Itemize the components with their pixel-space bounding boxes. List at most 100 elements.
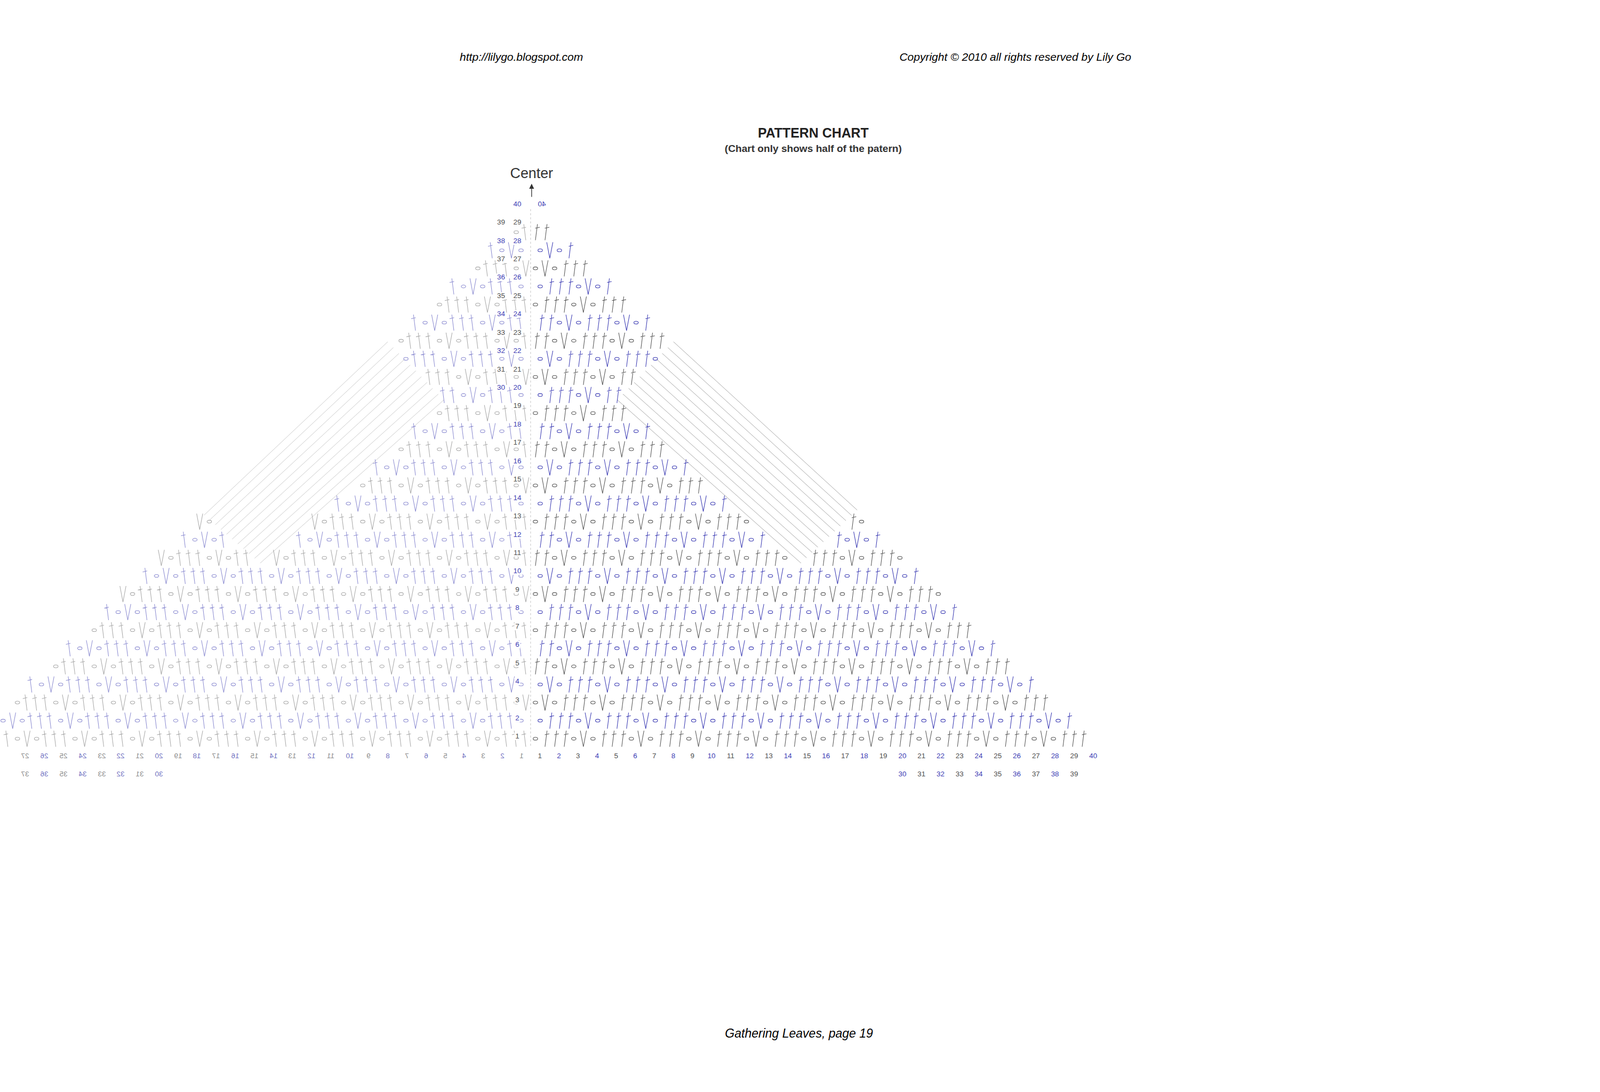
row-number: 23 bbox=[512, 329, 523, 337]
row-number: 31 bbox=[496, 365, 507, 374]
center-line bbox=[530, 209, 531, 748]
stitch-row-right bbox=[535, 441, 665, 458]
guide-line bbox=[662, 353, 846, 522]
column-number: 8 bbox=[671, 752, 676, 760]
column-number: 7 bbox=[404, 752, 409, 760]
column-number: 2 bbox=[556, 752, 561, 760]
stitch-row-right bbox=[535, 332, 665, 349]
row-number: 20 bbox=[512, 384, 523, 392]
column-number: 9 bbox=[690, 752, 695, 760]
column-number: 27 bbox=[1032, 752, 1040, 760]
stitch-row-right bbox=[540, 640, 996, 657]
column-number: 4 bbox=[595, 752, 599, 760]
row-number: 15 bbox=[512, 475, 523, 484]
column-number: 33 bbox=[955, 770, 964, 779]
column-number: 12 bbox=[745, 752, 754, 760]
stitch-row-left bbox=[27, 676, 524, 693]
guide-line bbox=[209, 347, 394, 520]
stitch-row-left bbox=[66, 640, 522, 657]
stitch-row-left bbox=[15, 694, 530, 711]
row-number: 9 bbox=[514, 586, 520, 594]
guide-line bbox=[260, 400, 444, 564]
stitch-row-right bbox=[538, 568, 919, 584]
column-number: 16 bbox=[231, 752, 240, 760]
column-number: 8 bbox=[385, 752, 390, 760]
column-number: 17 bbox=[212, 752, 221, 760]
column-number: 39 bbox=[1069, 770, 1078, 779]
guide-line bbox=[204, 341, 388, 516]
row-number: 3 bbox=[514, 696, 520, 704]
row-number: 30 bbox=[496, 384, 507, 392]
guide-line bbox=[667, 347, 852, 516]
row-number: 24 bbox=[512, 310, 523, 318]
guide-line bbox=[617, 400, 802, 564]
column-number: 36 bbox=[40, 770, 49, 779]
row-number: 4 bbox=[514, 677, 520, 686]
column-number: 19 bbox=[879, 752, 888, 760]
column-number: 28 bbox=[1051, 752, 1060, 760]
stitch-row-right bbox=[538, 712, 1072, 729]
column-number: 23 bbox=[97, 752, 106, 760]
column-number: 40 bbox=[1089, 752, 1098, 760]
chart-title: PATTERN CHART bbox=[757, 125, 869, 140]
column-number: 21 bbox=[136, 752, 144, 760]
column-number: 37 bbox=[21, 770, 30, 779]
column-number: 27 bbox=[21, 752, 30, 760]
column-number: 35 bbox=[993, 770, 1002, 779]
center-label: Center bbox=[510, 165, 554, 181]
row-number: 5 bbox=[514, 659, 520, 668]
row-number: 11 bbox=[512, 549, 523, 557]
stitch-row-right bbox=[533, 622, 972, 639]
stitch-row-right bbox=[533, 260, 588, 277]
stitch-rows bbox=[0, 224, 1087, 747]
guide-line bbox=[651, 365, 835, 532]
guide-line bbox=[640, 376, 824, 542]
stitch-row-left bbox=[53, 658, 526, 675]
column-number: 14 bbox=[784, 752, 792, 760]
guide-line bbox=[220, 359, 405, 531]
row-number: 1 bbox=[514, 732, 520, 741]
column-number: 12 bbox=[307, 752, 316, 760]
column-number: 1 bbox=[519, 752, 524, 760]
column-number: 15 bbox=[803, 752, 812, 760]
row-number: 28 bbox=[512, 236, 523, 245]
column-number: 25 bbox=[993, 752, 1002, 760]
column-number: 6 bbox=[424, 752, 428, 760]
stitch-row-right bbox=[533, 694, 1048, 711]
column-number: 26 bbox=[1012, 752, 1021, 760]
column-number: 25 bbox=[59, 752, 68, 760]
stitch-row-left bbox=[0, 712, 524, 729]
stitch-row-left bbox=[196, 513, 527, 530]
row-number: 27 bbox=[512, 255, 523, 263]
stitch-row-right bbox=[538, 387, 622, 404]
stitch-row-left bbox=[440, 387, 524, 404]
column-number: 15 bbox=[250, 752, 259, 760]
column-number: 31 bbox=[136, 770, 144, 779]
row-number: 25 bbox=[512, 292, 523, 300]
stitch-row-right bbox=[538, 242, 574, 259]
row-number: 17 bbox=[512, 438, 523, 447]
stitch-row-right bbox=[533, 730, 1087, 747]
row-number: 38 bbox=[496, 236, 507, 245]
column-number: 32 bbox=[936, 770, 945, 779]
guide-line bbox=[232, 370, 416, 540]
stitch-row-right bbox=[535, 658, 1011, 675]
row-number: 33 bbox=[496, 329, 507, 337]
copyright-note: Copyright © 2010 all rights reserved by … bbox=[899, 51, 1132, 63]
stitch-row-left bbox=[398, 332, 526, 349]
stitch-row-right bbox=[535, 549, 903, 566]
column-number: 1 bbox=[537, 752, 542, 760]
column-number: 30 bbox=[898, 770, 907, 779]
column-number: 7 bbox=[652, 752, 656, 760]
column-number: 21 bbox=[917, 752, 926, 760]
guide-line bbox=[215, 353, 399, 525]
guide-line bbox=[249, 388, 433, 554]
stitch-row-left bbox=[0, 730, 526, 747]
footer-note: Gathering Leaves, page 19 bbox=[724, 1027, 873, 1040]
column-number: 18 bbox=[860, 752, 869, 760]
column-number: 29 bbox=[1069, 752, 1078, 760]
column-number: 22 bbox=[116, 752, 125, 760]
chart-subtitle: (Chart only shows half of the patern) bbox=[724, 143, 902, 155]
stitch-row-left bbox=[334, 495, 524, 512]
